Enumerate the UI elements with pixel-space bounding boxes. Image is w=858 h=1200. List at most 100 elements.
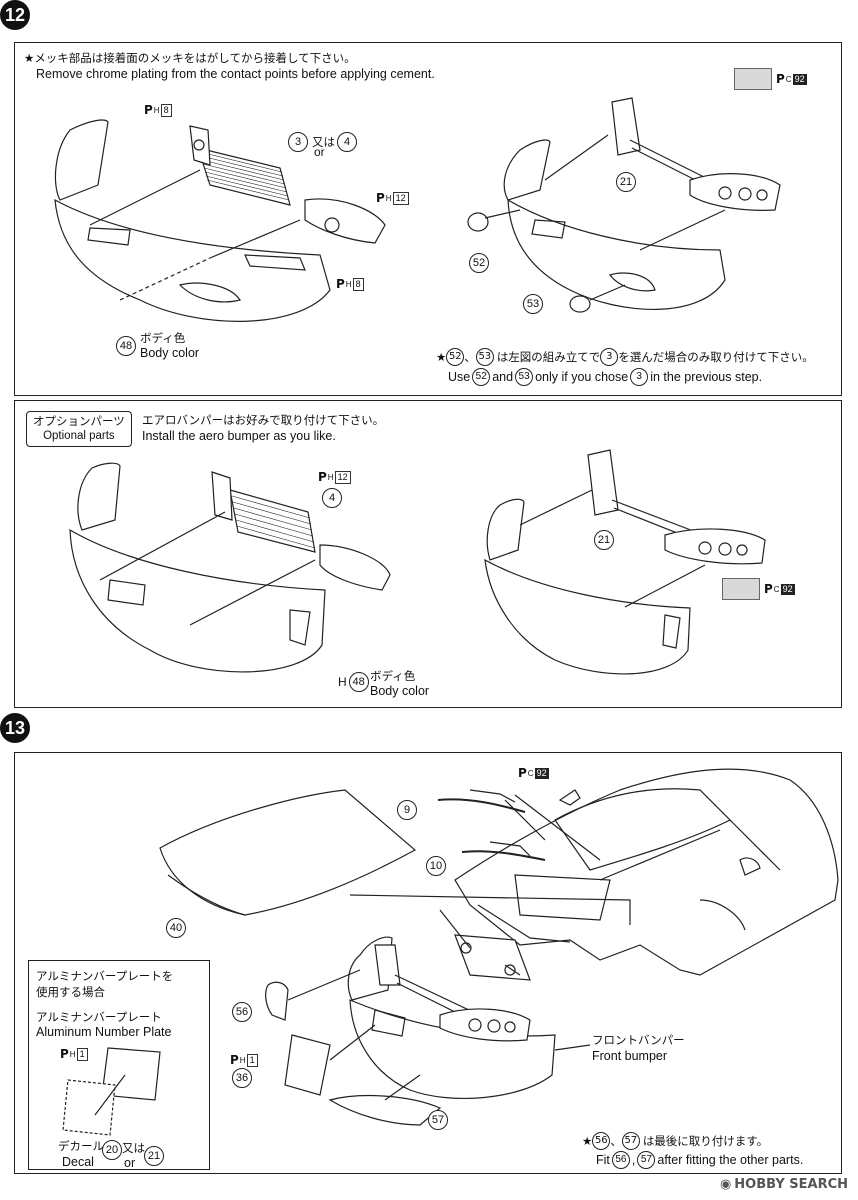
part-48-label: 48	[116, 336, 136, 356]
part-52-circle: 52	[469, 253, 489, 273]
opt-part-21-label: 21	[594, 530, 614, 550]
ph8-bottom-number: 8	[352, 277, 364, 291]
body-color-en: Body color	[140, 346, 200, 360]
pc92-swatch-opt	[722, 578, 760, 600]
hobby-search-watermark: ◉HOBBY SEARCH	[720, 1177, 848, 1192]
hobby-search-logo-icon: ◉	[719, 1177, 732, 1192]
note-part-53: 53	[475, 348, 494, 366]
part-36-circle: 36	[232, 1068, 252, 1088]
inset-or-en: or	[124, 1156, 136, 1170]
optional-label-en: Optional parts	[43, 430, 115, 442]
part-40-circle: 40	[166, 918, 186, 938]
inset-plate-en: Aluminum Number Plate	[36, 1025, 172, 1039]
part-9-label: 9	[397, 800, 417, 820]
part-56-label: 56	[232, 1002, 252, 1022]
chrome-note-en: Remove chrome plating from the contact p…	[36, 67, 435, 81]
ph8-top-number: 8	[160, 103, 172, 117]
optional-panel	[14, 400, 842, 708]
step-12-panel	[14, 42, 842, 396]
note-part-3: 3	[600, 348, 619, 366]
part-3-circle: 3	[288, 132, 308, 152]
front-bumper-en: Front bumper	[592, 1049, 668, 1063]
step-12-number: 12	[4, 4, 26, 25]
inset-or-jp: 又は	[122, 1141, 145, 1155]
inset-decal-jp: デカール	[58, 1139, 104, 1153]
part-4-circle: 4	[337, 132, 357, 152]
body-color-jp: ボディ色	[140, 331, 186, 345]
inset-part-20-circle: 20	[102, 1140, 122, 1160]
part-10-circle: 10	[426, 856, 446, 876]
step-13-number: 13	[4, 717, 26, 738]
part-21-circle: 21	[616, 172, 636, 192]
note-en-part-3: 3	[630, 368, 649, 386]
final-en-end: after fitting the other parts.	[657, 1153, 804, 1167]
opt-pc92-number: 92	[780, 583, 795, 595]
opt-part-21-circle: 21	[594, 530, 614, 550]
part-53-circle: 53	[523, 294, 543, 314]
note-en-end: in the previous step.	[650, 370, 763, 384]
front-bumper-jp: フロントバンパー	[592, 1033, 685, 1047]
or-en-1: or	[314, 145, 325, 159]
opt-part-4-circle: 4	[322, 488, 342, 508]
aluminum-plate-inset	[28, 960, 210, 1170]
note-jp-end: を選んだ場合のみ取り付けて下さい。	[618, 350, 814, 364]
note-comma: 、	[464, 350, 476, 364]
final-comma: 、	[610, 1134, 622, 1148]
note-52-53-en: Use 52 and 53 only if you chose 3 in the…	[448, 368, 762, 386]
inset-ph1-number: 1	[76, 1047, 88, 1061]
step-12-badge: 12	[0, 0, 30, 30]
note-jp-mid: は左図の組み立てで	[496, 350, 601, 364]
part-21-label: 21	[616, 172, 636, 192]
final-note-en: Fit 56 , 57 after fitting the other part…	[596, 1151, 803, 1169]
part-56-circle: 56	[232, 1002, 252, 1022]
final-en-fit: Fit	[596, 1153, 610, 1167]
inset-part-20: 20	[102, 1140, 122, 1160]
opt-body-color-en: Body color	[370, 684, 430, 698]
final-star: ★	[582, 1134, 593, 1148]
note-en-part-53: 53	[515, 368, 534, 386]
star-mark: ★	[436, 350, 447, 364]
ph12-number: 12	[392, 191, 409, 205]
optional-parts-box: オプションパーツ Optional parts	[26, 411, 132, 447]
note-en-only: only if you chose	[535, 370, 629, 384]
note-en-part-52: 52	[472, 368, 491, 386]
aero-note-en: Install the aero bumper as you like.	[142, 429, 336, 443]
aero-note-jp: エアロバンパーはお好みで取り付けて下さい。	[142, 413, 385, 427]
opt-part-4-label: 4	[322, 488, 342, 508]
inset-title-jp-1: アルミナンバープレートを	[36, 969, 174, 983]
part-40-label: 40	[166, 918, 186, 938]
final-part-56: 56	[592, 1132, 611, 1150]
inset-title-jp-2: 使用する場合	[36, 985, 105, 999]
or-jp-1: 又は	[312, 135, 335, 149]
opt-body-color-jp: ボディ色	[370, 669, 416, 683]
final-en-part-57: 57	[637, 1151, 656, 1169]
inset-part-21: 21	[144, 1146, 164, 1166]
part-57-circle: 57	[428, 1110, 448, 1130]
part-57-label: 57	[428, 1110, 448, 1130]
inset-decal-en: Decal	[62, 1155, 94, 1169]
final-note-jp: ★ 56 、 57 は最後に取り付けます。	[582, 1132, 768, 1150]
part-52-label: 52	[469, 253, 489, 273]
part-10-label: 10	[426, 856, 446, 876]
final-jp-end: は最後に取り付けます。	[642, 1134, 769, 1148]
opt-ph12-number: 12	[334, 470, 351, 484]
note-en-use: Use	[448, 370, 471, 384]
part-9-circle: 9	[397, 800, 417, 820]
opt-h-prefix: H	[338, 675, 347, 689]
step-13-badge: 13	[0, 713, 30, 743]
final-en-part-56: 56	[611, 1151, 630, 1169]
ph1-36-number: 1	[246, 1053, 258, 1067]
step-13-panel	[14, 752, 842, 1174]
watermark-text: HOBBY SEARCH	[734, 1177, 848, 1192]
